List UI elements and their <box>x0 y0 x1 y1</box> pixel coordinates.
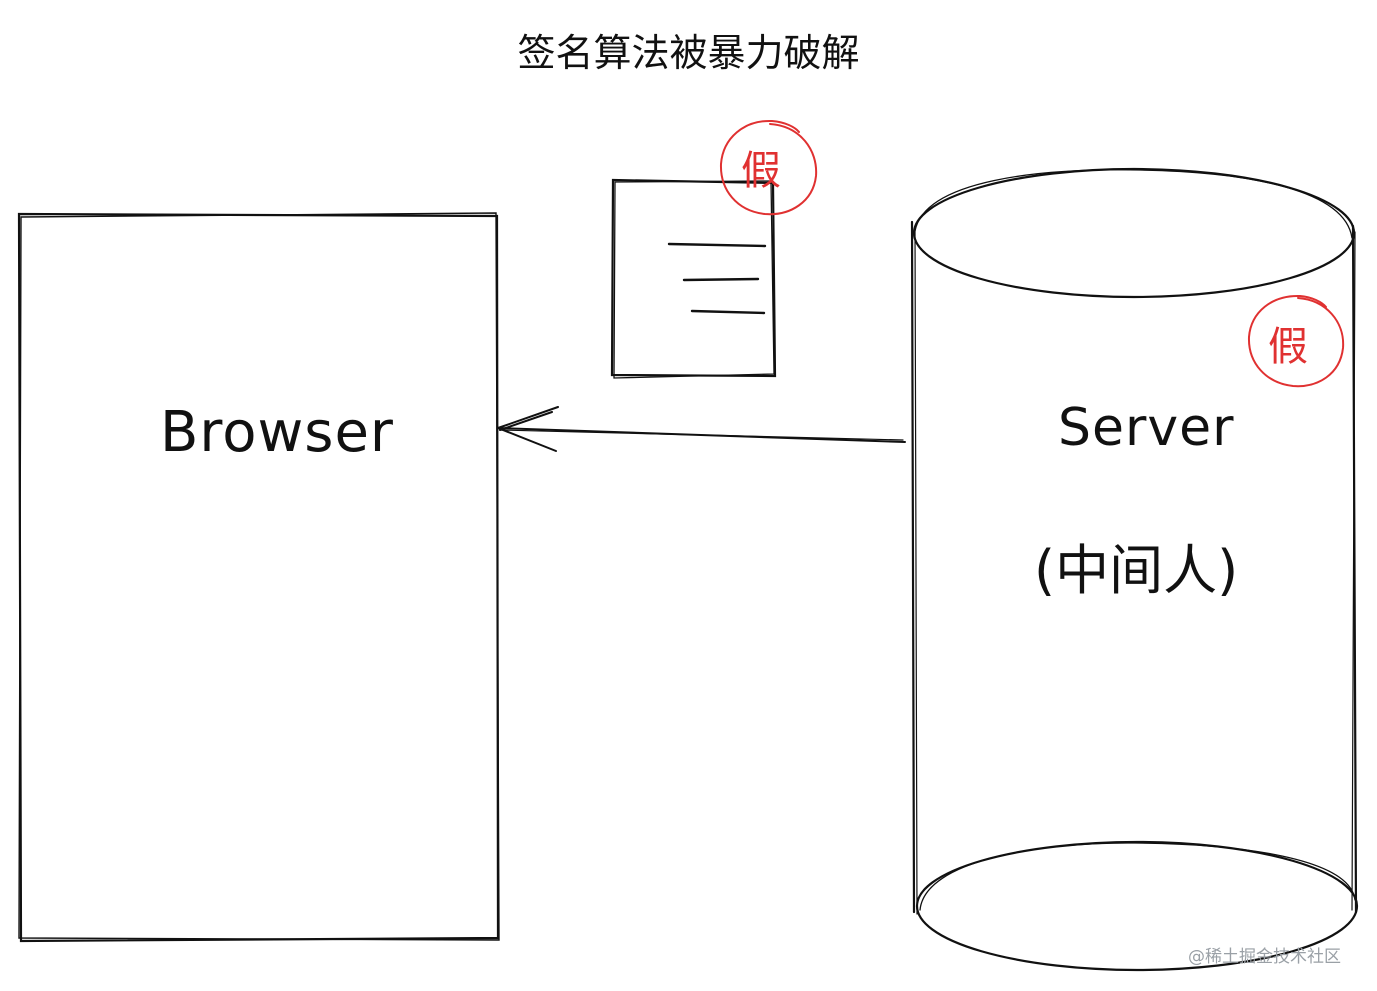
fake-mark-document: 假 <box>741 148 781 194</box>
diagram-title: 签名算法被暴力破解 <box>517 31 860 75</box>
fake-mark-circle-server <box>1247 294 1345 388</box>
document-icon <box>610 178 777 379</box>
fake-mark-circle-document <box>719 119 818 216</box>
arrow-server-to-browser <box>497 406 906 452</box>
server-cylinder <box>910 167 1359 972</box>
document-line-3 <box>690 309 766 315</box>
document-line-1 <box>667 242 767 248</box>
server-label: Server <box>1058 398 1235 458</box>
fake-mark-server: 假 <box>1268 324 1308 370</box>
watermark: @稀土掘金技术社区 <box>1188 947 1341 967</box>
browser-box <box>17 212 500 943</box>
server-sublabel: (中间人) <box>1034 539 1239 602</box>
browser-label: Browser <box>160 400 394 465</box>
document-line-2 <box>682 277 760 282</box>
arrowhead <box>497 406 559 452</box>
